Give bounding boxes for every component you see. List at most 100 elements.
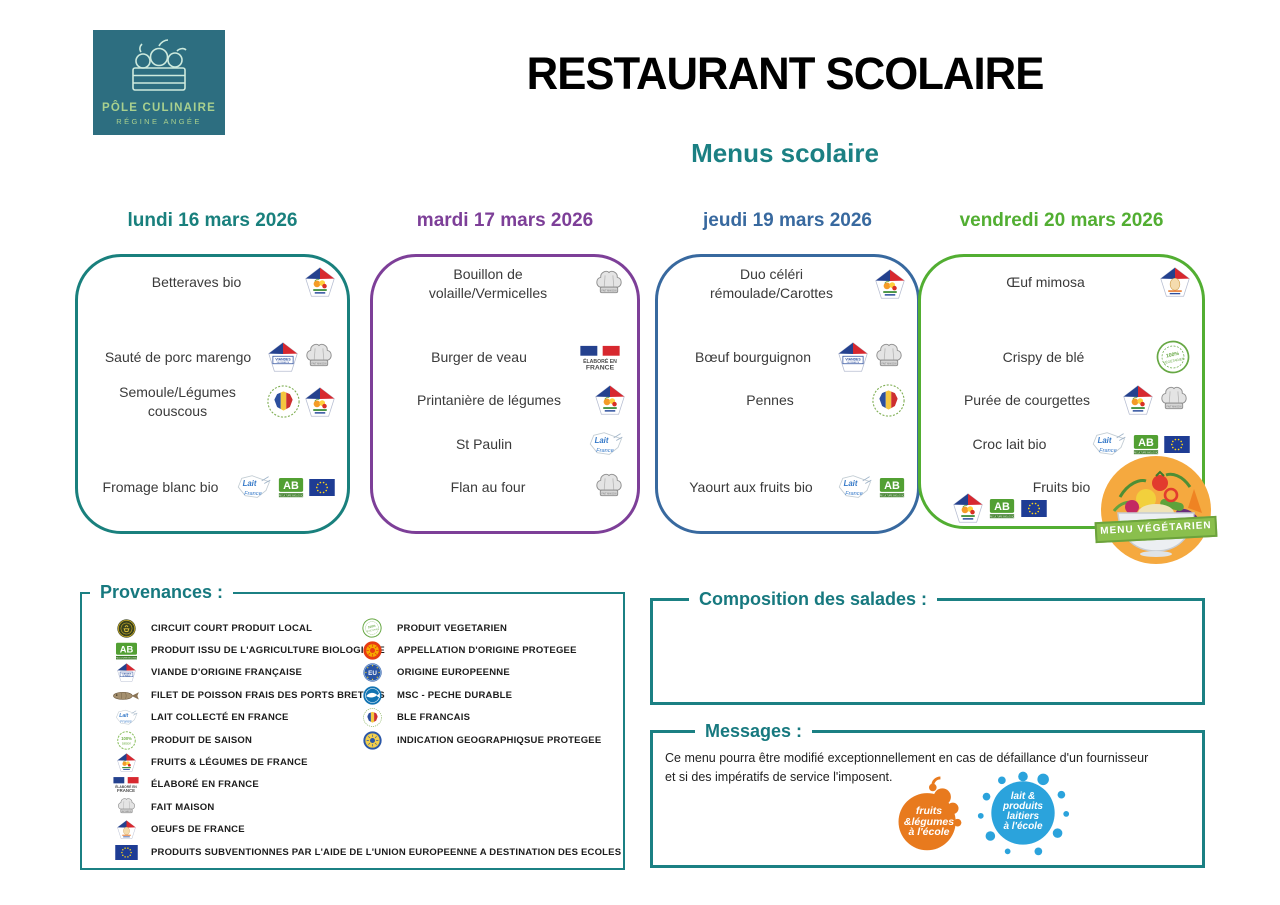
menu-item-label: Semoule/Légumes couscous <box>119 384 236 419</box>
svg-text:France: France <box>845 491 863 497</box>
orange-splat-icon <box>898 776 962 851</box>
menu-item-label: Bœuf bourguignon <box>695 348 811 365</box>
menu-item-row: Œuf mimosa <box>931 265 1192 299</box>
svg-text:Lait: Lait <box>844 479 858 488</box>
logo-text-line: produits <box>1003 800 1043 812</box>
menu-item-badges: FAIT MAISON <box>593 472 625 502</box>
provenances-title: Provenances : <box>90 581 234 603</box>
salades-section: Composition des salades : <box>650 588 1205 705</box>
menu-item-badges <box>305 267 335 297</box>
legend-icon <box>356 641 388 660</box>
legend-label: BLE FRANCAIS <box>397 712 471 724</box>
agriculture-biologique-icon: ABAGRICULTURE BIOLOGIQUE <box>1133 434 1159 454</box>
svg-text:Lait: Lait <box>1098 436 1112 445</box>
menu-item-label: Printanière de légumes <box>417 391 561 408</box>
menu-item-label: Yaourt aux fruits bio <box>689 478 813 495</box>
svg-text:ÉLABORÉ EN: ÉLABORÉ EN <box>583 356 617 364</box>
aop-icon <box>362 641 382 660</box>
svg-text:VIANDES: VIANDES <box>845 357 861 361</box>
agriculture-biologique-icon: ABAGRICULTURE BIOLOGIQUE <box>115 642 138 659</box>
messages-text: Ce menu pourra être modifié exceptionnel… <box>665 751 1149 784</box>
fruits-legumes-de-france-icon <box>305 267 335 297</box>
legend-item: 100%VÉGÉTARIEN PRODUIT VEGETARIEN <box>356 617 601 639</box>
menu-item-label: Crispy de blé <box>1002 348 1085 365</box>
legend-icon <box>356 708 388 728</box>
menu-item-badges <box>872 383 905 417</box>
menu-item-row: Fruits bio <box>931 470 1192 504</box>
fait-maison-icon: FAIT MAISON <box>596 473 622 497</box>
legend-item: MSC - PECHE DURABLE <box>356 684 601 706</box>
menu-item-badges <box>267 385 335 419</box>
logo-text-line: à l'école <box>908 826 950 839</box>
page-title: RESTAURANT SCOLAIRE <box>526 48 1045 99</box>
vegetarian-menu-badge: MENU VÉGÉTARIEN <box>1094 455 1218 565</box>
svg-text:VÉGÉTARIEN: VÉGÉTARIEN <box>366 628 380 634</box>
day-header: mardi 17 mars 2026 <box>416 210 594 231</box>
fruits-legumes-de-france-icon <box>1123 385 1153 415</box>
svg-text:Lait: Lait <box>119 713 128 719</box>
logo-text-line: laitiers <box>1006 811 1040 822</box>
menu-item-row: Pennes <box>668 383 907 417</box>
svg-text:FAIT MAISON: FAIT MAISON <box>602 492 617 495</box>
legend-icon: ABAGRICULTURE BIOLOGIQUE <box>110 642 142 660</box>
menu-item-badges: FAIT MAISON <box>1123 385 1190 415</box>
agriculture-biologique-icon: ABAGRICULTURE BIOLOGIQUE <box>278 477 304 497</box>
legend-icon <box>110 844 142 860</box>
svg-text:VIANDES: VIANDES <box>275 357 291 361</box>
svg-text:France: France <box>244 491 262 497</box>
logo-subtitle: RÉGINE ANGÉE <box>116 117 202 126</box>
legend-icon <box>110 690 142 701</box>
legend-label: ORIGINE EUROPEENNE <box>397 667 510 679</box>
legend-icon <box>110 820 142 839</box>
ble-francais-icon <box>267 385 300 419</box>
legend-label: PRODUIT DE SAISON <box>151 734 253 746</box>
menu-item-label: Bouillon de volaille/Vermicelles <box>428 266 548 301</box>
svg-text:FAIT MAISON: FAIT MAISON <box>602 289 617 292</box>
menu-item-badges <box>875 269 905 299</box>
agriculture-biologique-icon: ABAGRICULTURE BIOLOGIQUE <box>879 477 905 497</box>
logo-text-line: fruits <box>915 804 943 817</box>
svg-text:Lait: Lait <box>595 436 609 445</box>
menu-item-label: Œuf mimosa <box>1006 273 1085 290</box>
legend-label: INDICATION GEOGRAPHIQSUE PROTEGEE <box>397 734 602 746</box>
legend-label: FILET DE POISSON FRAIS DES PORTS BRETONS <box>151 689 385 701</box>
legend-item: OEUFS DE FRANCE <box>110 819 621 841</box>
legend-item: ABAGRICULTURE BIOLOGIQUEPRODUIT ISSU DE … <box>110 639 621 661</box>
svg-text:AB: AB <box>119 644 133 654</box>
legend-item: CIRCUIT COURT PRODUIT LOCAL <box>110 617 621 639</box>
legend-label: ÉLABORÉ EN FRANCE <box>151 779 259 791</box>
svg-text:FAIT MAISON: FAIT MAISON <box>882 362 897 365</box>
menu-item-label: Croc lait bio <box>972 435 1047 452</box>
legend-label: VIANDE D'ORIGINE FRANÇAISE <box>151 667 303 679</box>
fruits-legumes-de-france-icon <box>116 753 136 772</box>
svg-text:AGRICULTURE BIOLOGIQUE: AGRICULTURE BIOLOGIQUE <box>278 494 304 497</box>
svg-text:FAIT MAISON: FAIT MAISON <box>312 362 327 365</box>
legend-icon: 100%VÉGÉTARIEN <box>356 618 388 638</box>
origine-europeenne-icon: EU <box>362 663 382 683</box>
legend-label: LAIT COLLECTÉ EN FRANCE <box>151 712 289 724</box>
svg-text:AGRICULTURE BIOLOGIQUE: AGRICULTURE BIOLOGIQUE <box>989 515 1015 518</box>
menus-subtitle: Menus scolaire <box>691 138 879 168</box>
svg-text:FRANCE: FRANCE <box>117 789 135 794</box>
ble-francais-icon <box>362 708 382 728</box>
legend-label: PRODUIT VEGETARIEN <box>397 622 508 634</box>
svg-text:100%: 100% <box>121 736 132 741</box>
svg-text:AGRICULTURE BIOLOGIQUE: AGRICULTURE BIOLOGIQUE <box>1133 451 1159 454</box>
